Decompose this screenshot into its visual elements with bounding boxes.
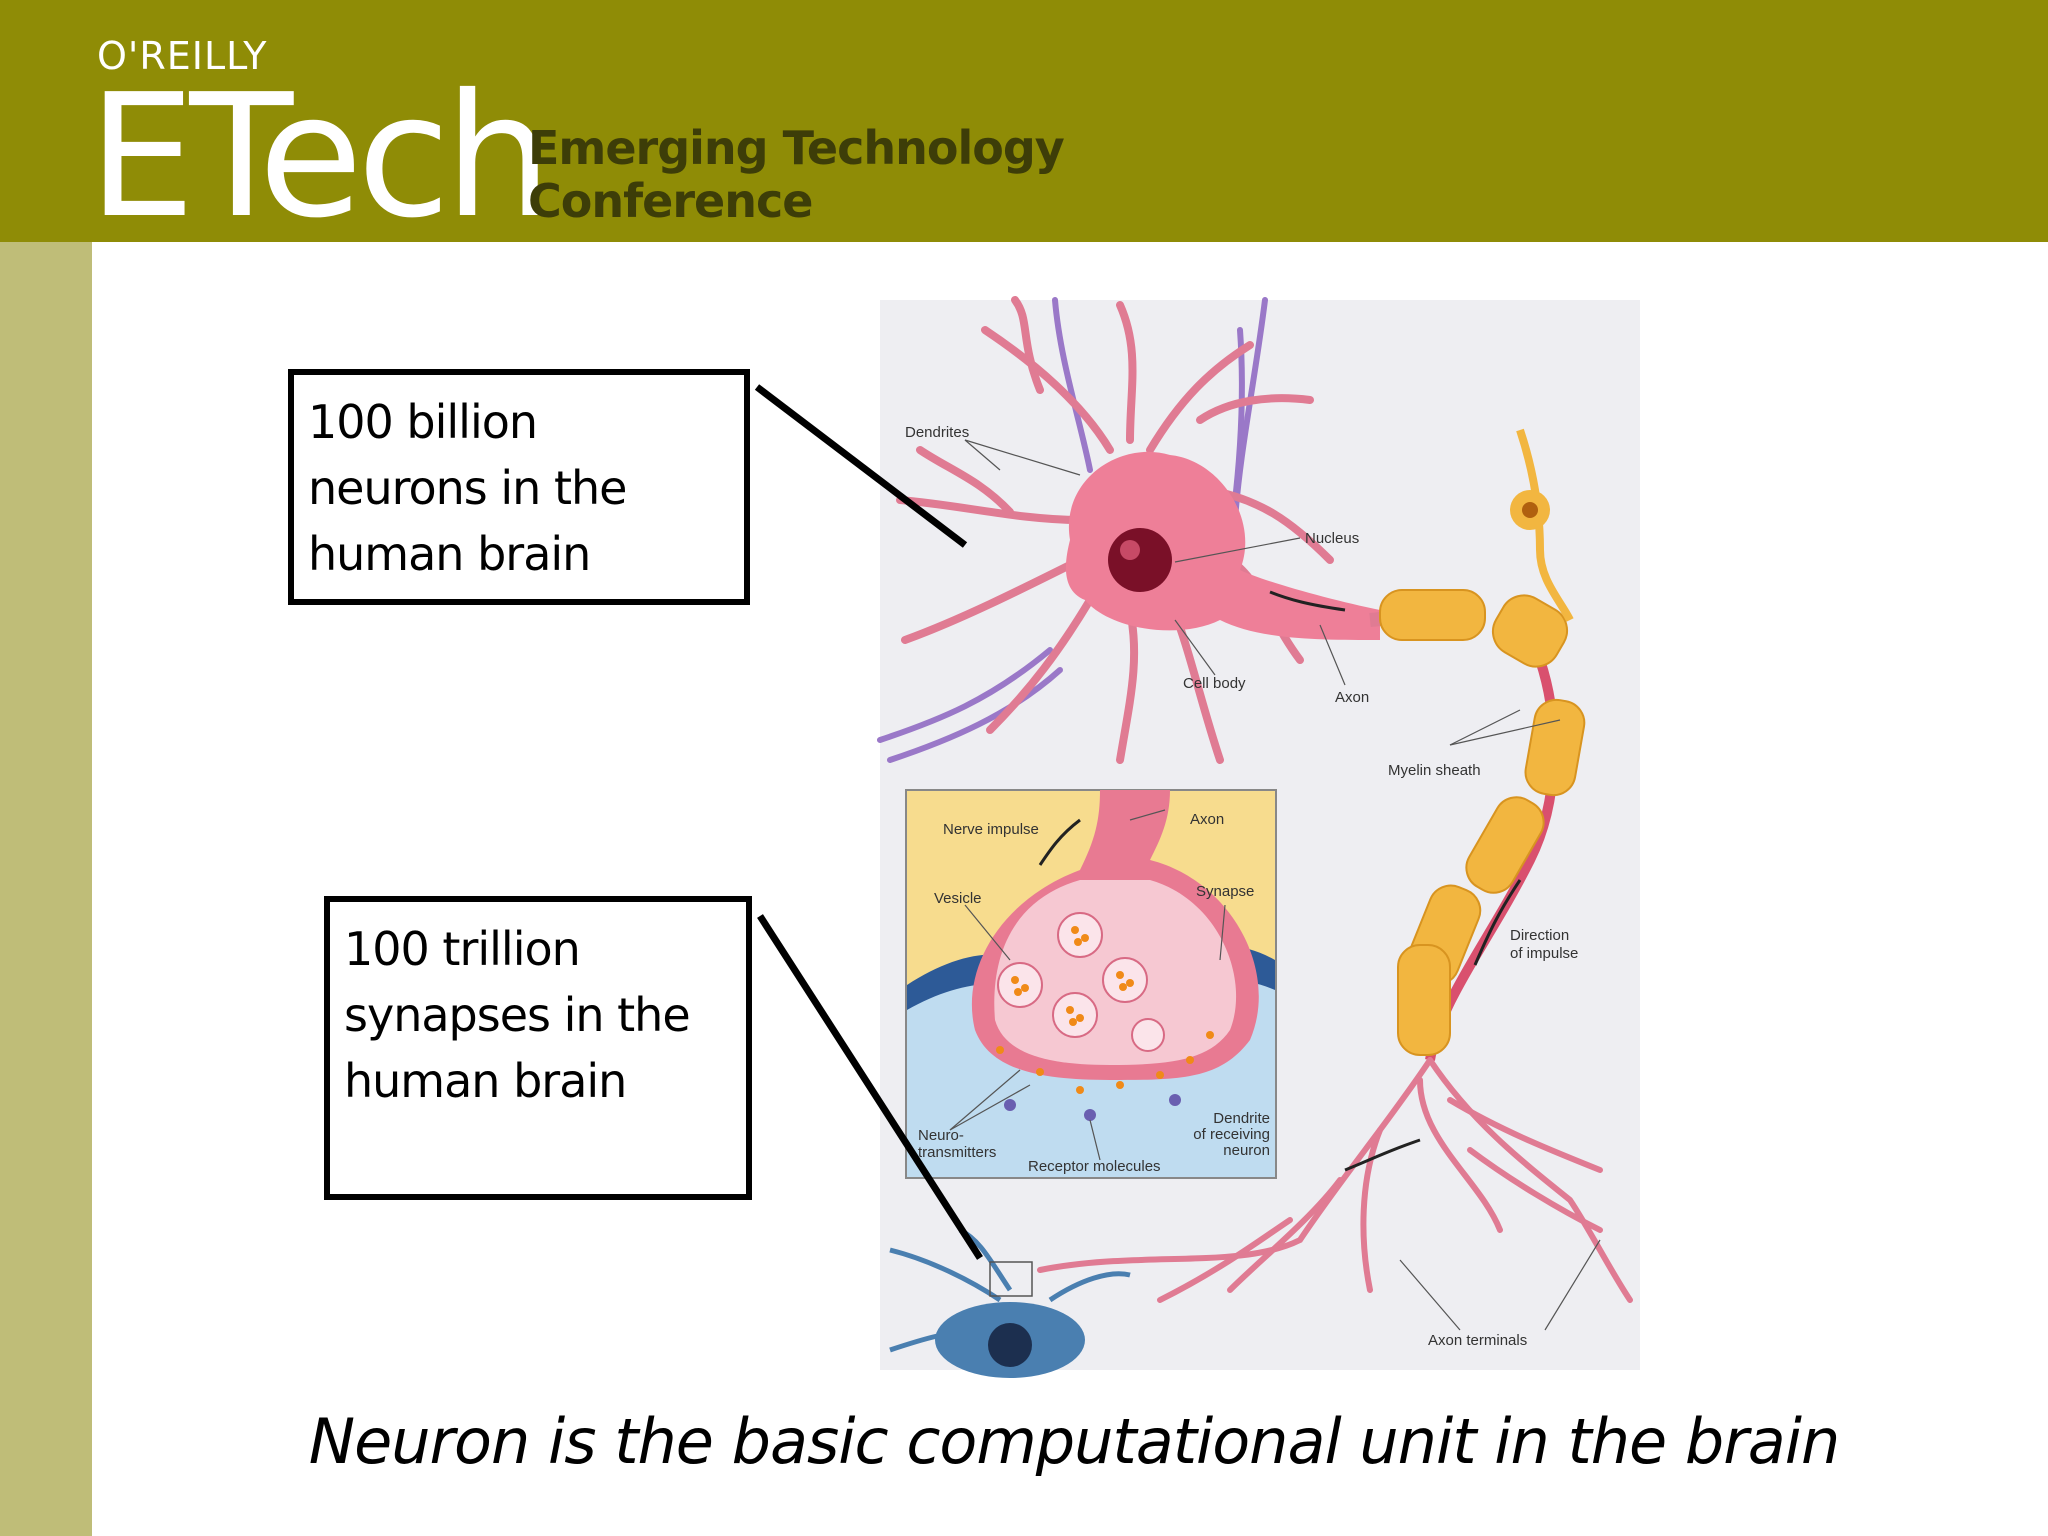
label-direction-line-1: Direction <box>1510 927 1569 944</box>
label-receptor-molecules: Receptor molecules <box>1028 1158 1161 1175</box>
nucleus <box>1108 528 1172 592</box>
callout-pointer-neurons <box>754 384 968 548</box>
label-dendrite-line-1: Dendrite <box>1213 1110 1270 1127</box>
tagline-line-1: Emerging Technology <box>528 121 1065 175</box>
event-logo: ETech <box>88 58 552 256</box>
label-neurotransmitters-line-2: transmitters <box>918 1144 996 1161</box>
label-vesicle: Vesicle <box>934 890 982 907</box>
leader-lines <box>949 439 1601 1331</box>
neurons-count-callout: 100 billion neurons in the human brain <box>288 369 750 605</box>
label-dendrite-line-2: of receiving <box>1193 1126 1270 1143</box>
publisher-logo: O'REILLY <box>97 34 268 78</box>
label-direction-line-2: of impulse <box>1510 945 1578 962</box>
callout-line: neurons in the <box>308 461 627 515</box>
cell-body <box>1065 451 1380 640</box>
yellow-cell-nucleus <box>1522 502 1538 518</box>
label-synapse: Synapse <box>1196 883 1254 900</box>
myelin-sheath <box>1379 589 1586 1056</box>
label-myelin-sheath: Myelin sheath <box>1388 762 1481 779</box>
tagline-line-2: Conference <box>528 174 813 228</box>
event-tagline: Emerging Technology Conference <box>528 121 1065 228</box>
impulse-arrows <box>1038 590 1522 1172</box>
yellow-process <box>1516 428 1574 622</box>
neurotransmitter-dots <box>996 926 1214 1094</box>
label-axon-inset: Axon <box>1190 811 1224 828</box>
synapses-count-callout: 100 trillion synapses in the human brain <box>324 896 752 1200</box>
label-neurotransmitters-line-1: Neuro- <box>918 1127 964 1144</box>
callout-line: 100 trillion <box>344 922 581 976</box>
nucleus-highlight <box>1120 540 1140 560</box>
label-nucleus: Nucleus <box>1305 530 1359 547</box>
label-dendrites: Dendrites <box>905 424 969 441</box>
slide-caption: Neuron is the basic computational unit i… <box>308 1405 1841 1478</box>
synapse-highlight-box <box>989 1261 1033 1297</box>
label-cell-body: Cell body <box>1183 675 1246 692</box>
sidebar-stripe <box>0 242 92 1536</box>
axon-terminals <box>1037 1057 1633 1303</box>
label-axon: Axon <box>1335 689 1369 706</box>
label-axon-terminals: Axon terminals <box>1428 1332 1527 1349</box>
synapse-inset <box>905 789 1277 1179</box>
pink-dendrites <box>896 296 1334 764</box>
callout-line: synapses in the <box>344 988 691 1042</box>
vesicles <box>997 912 1165 1052</box>
label-dendrite-line-3: neuron <box>1223 1142 1270 1159</box>
callout-line: 100 billion <box>308 395 538 449</box>
callout-line: human brain <box>308 527 591 581</box>
receptor-molecules <box>1004 1094 1181 1121</box>
receiving-neuron-nucleus <box>988 1323 1032 1367</box>
header-bar <box>0 0 2048 242</box>
label-nerve-impulse: Nerve impulse <box>943 821 1039 838</box>
callout-pointer-synapses <box>757 914 983 1260</box>
callout-line: human brain <box>344 1054 627 1108</box>
